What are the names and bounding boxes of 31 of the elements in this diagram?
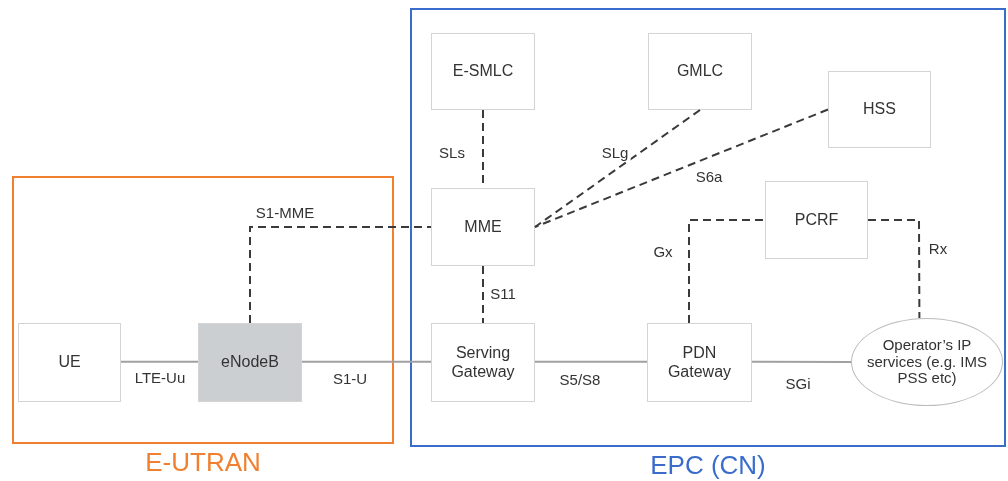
dashed-connector	[867, 219, 921, 319]
node-label: PCRF	[794, 210, 839, 230]
dashed-connector	[688, 219, 766, 324]
gateway-box	[647, 323, 752, 402]
node-label: UE	[58, 353, 81, 372]
node-label: Operator’s IP services (e.g. IMS PSS etc)	[866, 337, 988, 387]
network-element-box	[648, 33, 752, 110]
network-element-box	[431, 33, 535, 110]
connector-line	[120, 360, 199, 363]
network-element-box	[431, 188, 535, 266]
connector-line	[301, 360, 432, 363]
dashed-connector	[534, 109, 701, 228]
group-title: EPC (CN)	[649, 451, 767, 481]
dashed-connector	[534, 108, 829, 228]
gateway-box	[431, 323, 535, 402]
network-element-box	[18, 323, 121, 402]
node-label: E-SMLC	[452, 62, 514, 81]
base-station-box	[198, 323, 302, 402]
connector-line	[751, 360, 852, 363]
connector-line	[534, 360, 648, 363]
network-element-box	[828, 71, 931, 148]
node-label: MME	[464, 217, 502, 237]
dashed-connector	[249, 226, 432, 324]
node-label: GMLC	[676, 62, 724, 81]
node-label: Serving Gateway	[450, 344, 516, 381]
group-title: E-UTRAN	[144, 448, 262, 478]
node-label: PDN Gateway	[666, 344, 733, 381]
node-label: HSS	[863, 100, 896, 119]
dashed-connector	[482, 265, 484, 324]
network-element-box	[765, 181, 868, 259]
node-label: eNodeB	[221, 353, 279, 372]
